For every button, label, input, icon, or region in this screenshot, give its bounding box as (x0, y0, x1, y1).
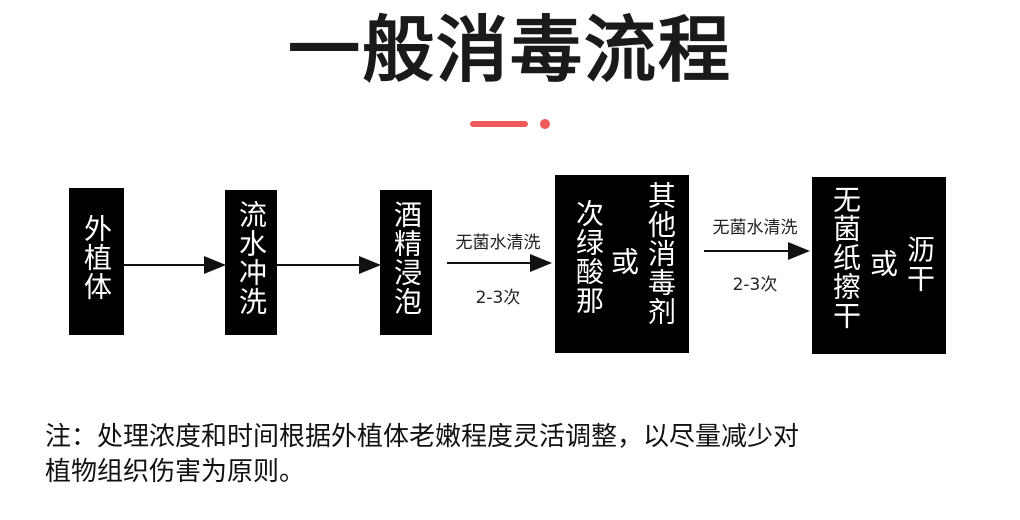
step-option-b: 沥干 (903, 235, 936, 293)
title-dot (540, 119, 550, 129)
step-option-b: 其他消毒剂 (644, 181, 677, 326)
step-dry: 无菌纸擦干 或 沥干 (812, 177, 946, 354)
step-label: 流水冲洗 (235, 200, 268, 316)
arrow-3-top-label: 无菌水清洗 (455, 233, 541, 253)
arrow-4 (704, 242, 810, 260)
page-title: 一般消毒流程 (287, 8, 732, 92)
step-option-a: 无菌纸擦干 (829, 185, 862, 330)
step-label: 酒精浸泡 (390, 200, 423, 316)
step-explant: 外植体 (69, 188, 124, 335)
step-or: 或 (866, 249, 899, 278)
arrow-3-bottom-label: 2-3次 (475, 288, 521, 308)
arrow-3 (447, 254, 552, 272)
step-rinse: 流水冲洗 (225, 190, 277, 335)
step-disinfect: 次绿酸那 或 其他消毒剂 (555, 175, 689, 353)
note-line-2: 植物组织伤害为原则。 (45, 457, 306, 487)
arrow-1 (124, 256, 226, 274)
note-line-1: 注：处理浓度和时间根据外植体老嫩程度灵活调整，以尽量减少对 (45, 422, 800, 452)
step-alcohol: 酒精浸泡 (380, 190, 432, 335)
step-or: 或 (607, 247, 640, 276)
arrow-4-bottom-label: 2-3次 (732, 275, 778, 295)
arrow-2 (277, 256, 381, 274)
title-underline (470, 121, 528, 127)
step-label: 外植体 (80, 214, 113, 301)
step-option-a: 次绿酸那 (572, 199, 605, 315)
arrow-4-top-label: 无菌水清洗 (712, 218, 798, 238)
